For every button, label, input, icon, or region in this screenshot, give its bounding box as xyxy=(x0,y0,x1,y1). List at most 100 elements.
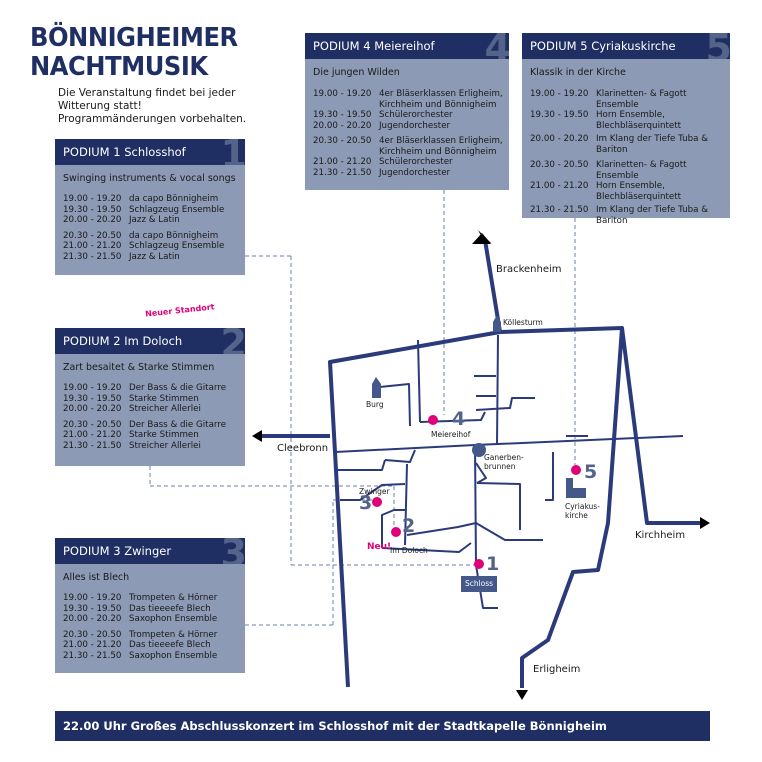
podium-4-title: PODIUM 4 Meiereihof xyxy=(313,39,435,53)
schedule-act: Im Klang der Tiefe Tuba & Bariton xyxy=(596,205,709,226)
podium-5-subtitle: Klassik in der Kirche xyxy=(530,67,626,78)
podium-3-number: 3 xyxy=(220,538,245,564)
neu-badge: Neu! xyxy=(367,542,392,552)
podium-3-subtitle: Alles ist Blech xyxy=(63,572,130,583)
schedule-time: 21.00 - 21.20 xyxy=(313,157,372,167)
schedule-row: 21.00 - 21.20 Schülerorchester xyxy=(313,157,509,168)
schedule-row: 21.00 - 21.20 Schlagzeug Ensemble xyxy=(63,241,245,252)
schedule-time: 21.30 - 21.50 xyxy=(530,205,589,215)
map-number-4: 4 xyxy=(452,408,466,430)
podium-1-subtitle: Swinging instruments & vocal songs xyxy=(63,173,236,184)
map-number-3: 3 xyxy=(359,492,373,514)
schedule-time: 20.00 - 20.20 xyxy=(313,120,372,131)
schedule-act: Trompeten & Hörner xyxy=(129,629,218,640)
schedule-act: Das tieeeefe Blech xyxy=(129,640,211,650)
schedule-act: Starke Stimmen xyxy=(129,430,199,440)
marker-podium4-dot xyxy=(428,415,438,425)
schedule-act: Saxophon Ensemble xyxy=(129,650,218,661)
schedule-time: 20.30 - 20.50 xyxy=(530,160,589,170)
schedule-act: Schülerorchester xyxy=(379,157,453,167)
podium-3-title: PODIUM 3 Zwinger xyxy=(63,544,172,558)
title-line-1: BÖNNIGHEIMER xyxy=(30,23,238,53)
schedule-row: 20.30 - 20.50 Klarinetten- & Fagott Ensem… xyxy=(530,160,730,181)
arrow-kirchheim xyxy=(700,517,710,529)
schedule-act: Horn Ensemble, Blechbläserquintett xyxy=(596,110,682,131)
schedule-time: 20.30 - 20.50 xyxy=(63,419,122,430)
schedule-act: Im Klang der Tiefe Tuba & Bariton xyxy=(596,134,709,155)
podium-4-number: 4 xyxy=(484,33,509,59)
schedule-act: Jugendorchester xyxy=(379,167,451,178)
podium-2-subtitle: Zart besaitet & Starke Stimmen xyxy=(63,362,215,373)
schedule-act: Der Bass & die Gitarre xyxy=(129,383,227,393)
schedule-act: Jugendorchester xyxy=(379,120,451,131)
notice-line: Witterung statt! xyxy=(58,100,142,112)
schedule-act: Horn Ensemble, Blechbläserquintett xyxy=(596,181,682,202)
label-line: Cyriakus- xyxy=(565,502,600,511)
schedule-time: 20.30 - 20.50 xyxy=(313,136,372,146)
main-roads xyxy=(262,239,700,688)
schedule-row: 21.30 - 21.50 Saxophon Ensemble xyxy=(63,651,245,662)
schedule-act: Starke Stimmen xyxy=(129,393,199,404)
schedule-time: 21.30 - 21.50 xyxy=(63,650,122,661)
schedule-act: Klarinetten- & Fagott Ensemble xyxy=(596,160,687,181)
schedule-row: 19.30 - 19.50 Starke Stimmen xyxy=(63,394,245,405)
schedule-time: 20.00 - 20.20 xyxy=(63,614,122,624)
marker-podium5-dot xyxy=(571,465,581,475)
map-number-1: 1 xyxy=(486,553,500,575)
schedule-act: Jazz & Latin xyxy=(129,215,180,225)
podium-1-title: PODIUM 1 Schlosshof xyxy=(63,145,186,159)
label-im-doloch: Im Doloch xyxy=(390,546,428,555)
koellesturm-icon xyxy=(493,315,501,332)
label-burg: Burg xyxy=(366,400,384,409)
schedule-act: 4er Bläserklassen Erligheim, Kirchheim u… xyxy=(379,89,503,110)
schedule-act: Streicher Allerlei xyxy=(129,404,201,414)
schedule-act: Klarinetten- & Fagott Ensemble xyxy=(596,89,687,110)
schedule-act: Schlagzeug Ensemble xyxy=(129,241,225,251)
marker-podium3-dot xyxy=(372,497,382,507)
podium-4-subtitle: Die jungen Wilden xyxy=(313,67,400,78)
label-line: brunnen xyxy=(484,462,516,471)
schedule-act: da capo Bönnigheim xyxy=(129,194,219,204)
schedule-act: Saxophon Ensemble xyxy=(129,614,218,624)
label-zwinger: Zwinger xyxy=(359,487,390,496)
arrow-erligheim xyxy=(516,690,528,700)
notice-line: Die Veranstaltung findet bei jeder xyxy=(58,87,236,99)
schedule-act: Trompeten & Hörner xyxy=(129,593,218,603)
schedule-time: 20.00 - 20.20 xyxy=(63,215,122,225)
schedule-act: Schlagzeug Ensemble xyxy=(129,204,225,215)
podium-4-header: PODIUM 4 Meiereihof 4 xyxy=(305,33,509,59)
podium-5-title: PODIUM 5 Cyriakuskirche xyxy=(530,39,676,53)
label-cyriakuskirche: Cyriakus- kirche xyxy=(565,502,600,520)
schedule-row: 21.30 - 21.50 Im Klang der Tiefe Tuba & B… xyxy=(530,205,730,226)
schedule-time: 19.30 - 19.50 xyxy=(313,110,372,120)
label-line: kirche xyxy=(565,511,588,520)
map-number-2: 2 xyxy=(402,515,416,537)
schedule-time: 21.30 - 21.50 xyxy=(63,440,122,451)
schedule-time: 20.30 - 20.50 xyxy=(63,230,122,241)
schedule-time: 19.30 - 19.50 xyxy=(63,393,122,404)
schedule-time: 21.00 - 21.20 xyxy=(63,241,122,251)
schedule-row: 20.00 - 20.20 Jazz & Latin xyxy=(63,215,245,226)
schedule-time: 19.30 - 19.50 xyxy=(63,603,122,614)
podium-2-number: 2 xyxy=(220,328,245,354)
map-number-5: 5 xyxy=(584,461,598,483)
schedule-act: Jazz & Latin xyxy=(129,251,180,262)
podium-4-panel: PODIUM 4 Meiereihof 4 Die jungen Wilden 1… xyxy=(305,33,509,190)
main-road-ring xyxy=(328,326,700,688)
